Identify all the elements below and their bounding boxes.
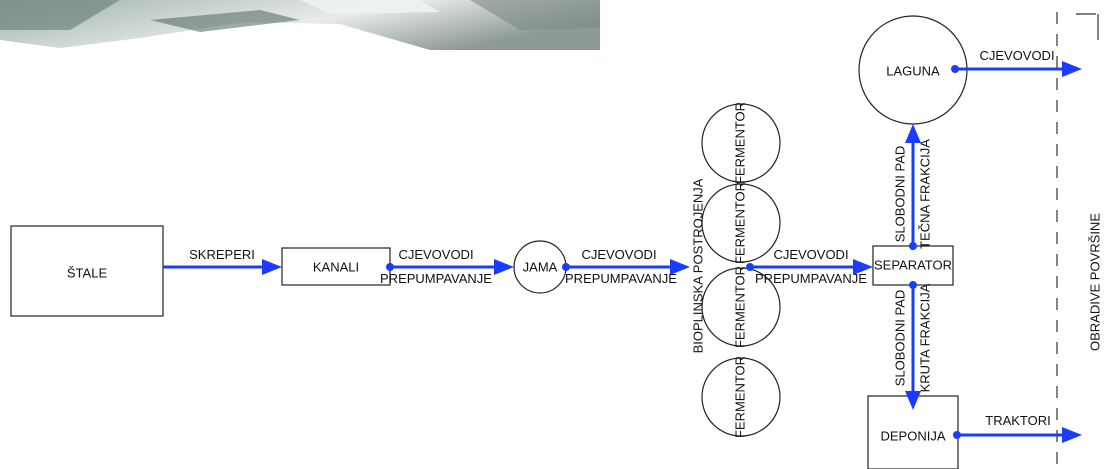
- flow-separator-laguna: [905, 124, 921, 250]
- flow-jama-bioplinska: [562, 259, 690, 275]
- edge-label-cjevovodi-3: CJEVOVODI: [773, 247, 848, 262]
- fermentor-label-3: FERMENTOR: [732, 266, 747, 348]
- separator-label: SEPARATOR: [874, 257, 952, 272]
- edge-label-cjevovodi-4: CJEVOVODI: [979, 48, 1054, 63]
- field-label-obradive: OBRADIVE POVRŠINE: [1087, 213, 1102, 351]
- jama-label: JAMA: [523, 259, 558, 274]
- edge-label-traktori: TRAKTORI: [985, 413, 1051, 428]
- edge-label-skreperi: SKREPERI: [189, 247, 255, 262]
- fermentor-label-2: FERMENTOR: [732, 182, 747, 264]
- flow-kanali-jama: [386, 259, 514, 275]
- edge-label-kruta-frakcija: KRUTA FRAKCIJA: [917, 283, 932, 392]
- edge-label-prepumpavanje-1: PREPUMPAVANJE: [380, 271, 492, 286]
- fermentor-circle-3[interactable]: [701, 267, 781, 347]
- edge-label-slobodni-pad-2: SLOBODNI PAD: [892, 290, 907, 387]
- edge-label-cjevovodi-2: CJEVOVODI: [581, 247, 656, 262]
- kanali-box[interactable]: [281, 247, 391, 286]
- flow-separator-deponija: [905, 281, 921, 410]
- edge-label-prepumpavanje-2: PREPUMPAVANJE: [565, 271, 677, 286]
- separator-box[interactable]: [872, 245, 954, 286]
- edge-label-slobodni-pad-1: SLOBODNI PAD: [892, 146, 907, 243]
- fermentor-label-4: FERMENTOR: [732, 356, 747, 438]
- group-label-bioplinska: BIOPLINSKA POSTROJENJA: [690, 178, 705, 353]
- edge-label-prepumpavanje-3: PREPUMPAVANJE: [755, 271, 867, 286]
- laguna-label: LAGUNA: [886, 63, 940, 78]
- flow-fermentor-separator: [746, 259, 873, 275]
- deponija-label: DEPONIJA: [880, 428, 945, 443]
- fermentor-circle-1[interactable]: [701, 103, 781, 183]
- flow-laguna-fields: [951, 61, 1082, 77]
- stale-box[interactable]: [10, 225, 164, 317]
- edge-label-cjevovodi-1: CJEVOVODI: [398, 247, 473, 262]
- fermentor-group: FERMENTOR FERMENTOR FERMENTOR FERMENTOR: [701, 102, 781, 438]
- flow-stale-kanali: [163, 259, 282, 275]
- edge-label-tecna-frakcija: TEČNA FRAKCIJA: [917, 139, 932, 249]
- fermentor-label-1: FERMENTOR: [732, 102, 747, 184]
- kanali-label: KANALI: [313, 259, 359, 274]
- stale-label: ŠTALE: [67, 265, 108, 280]
- fermentor-circle-4[interactable]: [701, 357, 781, 437]
- flow-deponija-fields: [953, 427, 1082, 443]
- aerial-photo-fragment: [0, 0, 600, 50]
- fermentor-circle-2[interactable]: [701, 183, 781, 263]
